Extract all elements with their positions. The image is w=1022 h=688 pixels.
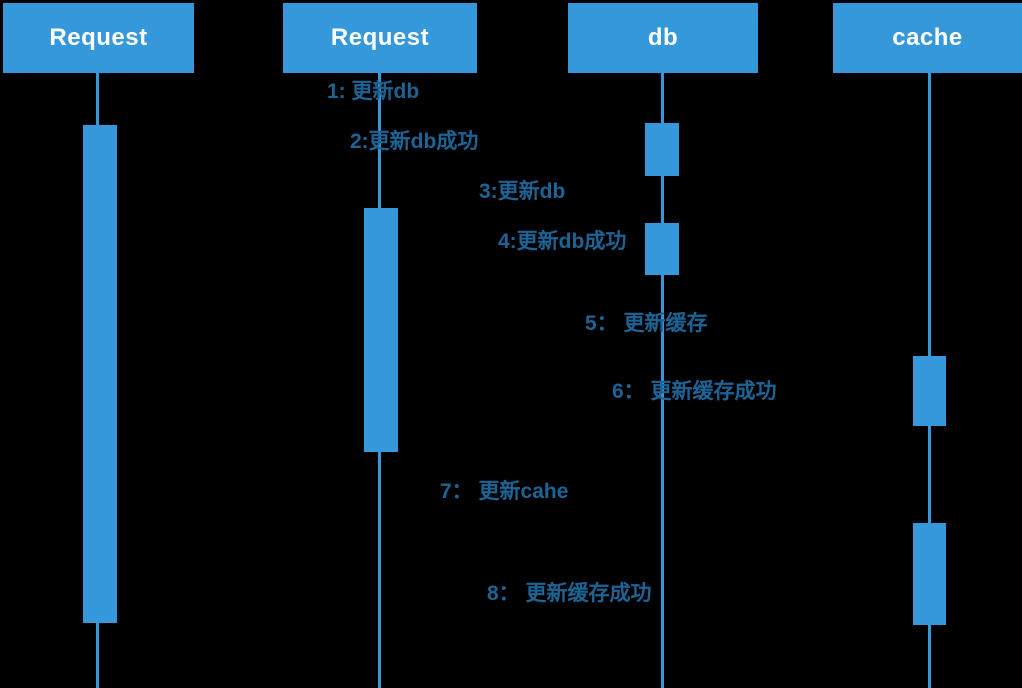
message-label-5: 5： 更新缓存 (585, 312, 708, 335)
lifeline-head-label: db (647, 24, 679, 51)
lifeline-head-label: Request (330, 24, 430, 51)
lifeline-db (661, 73, 664, 688)
lifeline-head-request-1: Request (3, 3, 194, 73)
lifeline-head-request-2: Request (283, 3, 477, 73)
lifeline-head-cache: cache (833, 3, 1022, 73)
lifeline-head-label: Request (49, 24, 148, 51)
lifeline-head-label: cache (892, 24, 963, 51)
message-label-4: 4:更新db成功 (498, 230, 627, 253)
activation-bar-request-1 (83, 125, 117, 623)
activation-bar-request-2 (364, 208, 398, 452)
message-label-2: 2:更新db成功 (350, 130, 479, 153)
message-label-8: 8： 更新缓存成功 (487, 582, 652, 605)
message-label-3: 3:更新db (479, 180, 566, 203)
message-label-1: 1: 更新db (327, 80, 420, 103)
message-label-6: 6： 更新缓存成功 (612, 380, 777, 403)
lifeline-head-db: db (568, 3, 758, 73)
activation-bar-db-1 (645, 123, 679, 176)
message-label-7: 7： 更新cahe (440, 480, 569, 503)
activation-bar-cache-1 (913, 356, 946, 426)
activation-bar-db-2 (645, 223, 679, 275)
activation-bar-cache-2 (913, 523, 946, 625)
